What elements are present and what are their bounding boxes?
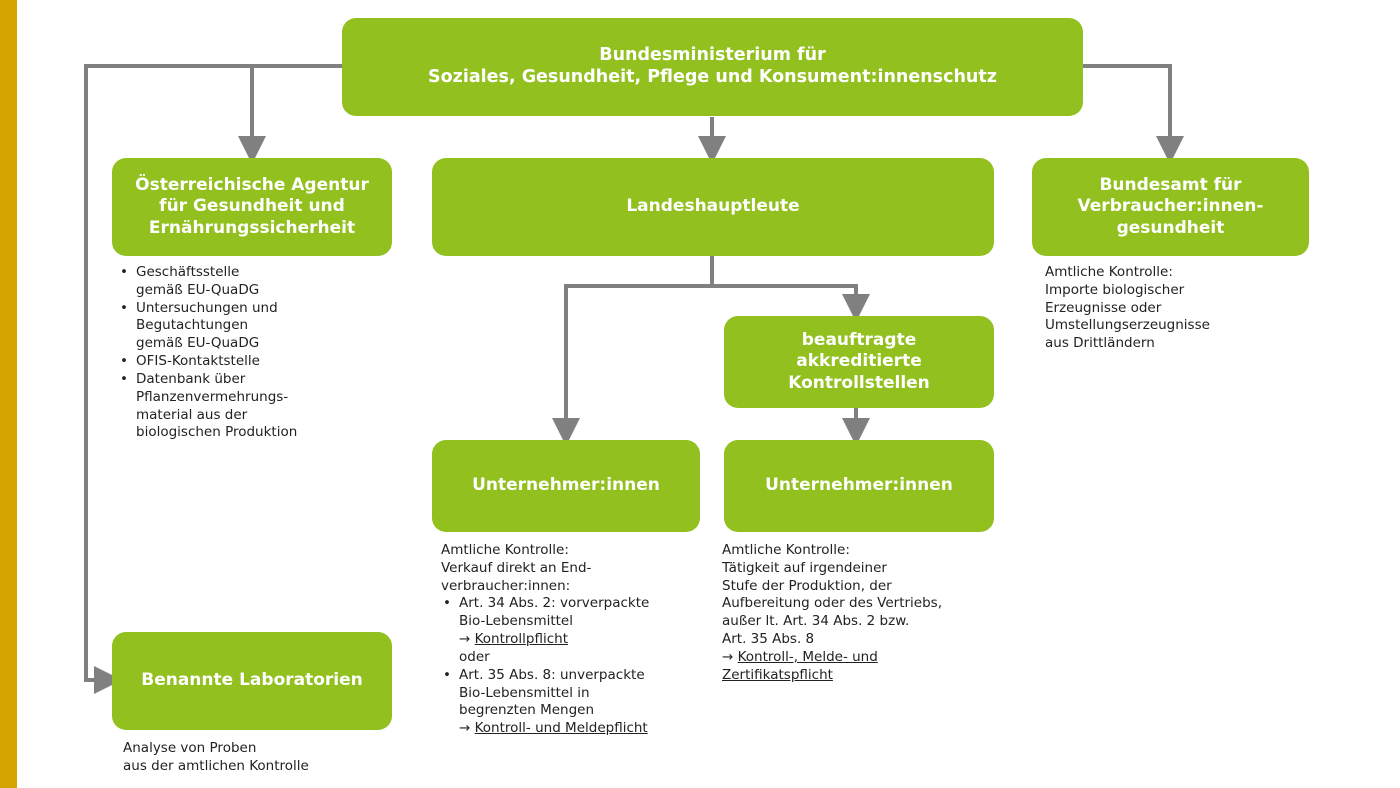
unternehmer-right-title: Unternehmer:innen [765,475,953,496]
unternehmer-right-description: Amtliche Kontrolle: Tätigkeit auf irgend… [722,542,992,685]
labs-title: Benannte Laboratorien [141,670,363,691]
kontrollstellen-title-line: beauftragte [801,330,917,351]
connector-ministry-bundesamt [1083,64,1184,164]
unternehmer-left-description: Amtliche Kontrolle: Verkauf direkt an En… [441,542,711,738]
connector-ministry-ages [238,64,342,164]
kontrollstellen-title-line: akkreditierte [796,351,922,372]
side-accent-bar [0,0,17,788]
ministry-title-line1: Bundesministerium für [599,45,826,66]
ages-task-item: OFIS-Kontaktstelle [118,353,378,371]
ages-task-item: Datenbank überPflanzenvermehrungs-materi… [118,371,378,442]
ministry-title-line2: Soziales, Gesundheit, Pflege und Konsume… [428,67,997,87]
landeshauptleute-box: Landeshauptleute [432,158,994,256]
bundesamt-description: Amtliche Kontrolle: Importe biologischer… [1045,264,1210,352]
ministry-box: Bundesministerium für Soziales, Gesundhe… [342,18,1083,116]
connector-landeshauptleute-kontrollstellen [712,284,870,322]
unternehmer-left-bullet: Art. 35 Abs. 8: unverpackte Bio-Lebensmi… [441,667,711,738]
kontrollstellen-title-line: Kontrollstellen [788,372,930,393]
ages-title-line: für Gesundheit und [159,196,345,217]
bundesamt-title-line: gesundheit [1116,217,1225,238]
bundesamt-box: Bundesamt für Verbraucher:innen- gesundh… [1032,158,1309,256]
labs-description: Analyse von Proben aus der amtlichen Kon… [123,740,309,774]
unternehmer-left-title: Unternehmer:innen [472,475,660,496]
duty-zertifikatspflicht: Zertifikatspflicht [722,666,833,683]
connector-landeshauptleute-split [552,256,714,446]
labs-box: Benannte Laboratorien [112,632,392,730]
bundesamt-title-line: Verbraucher:innen- [1077,196,1264,217]
unternehmer-right-box: Unternehmer:innen [724,440,994,532]
unternehmer-left-bullet: Art. 34 Abs. 2: vorverpackte Bio-Lebensm… [441,595,711,666]
ages-title-line: Ernährungssicherheit [148,217,356,238]
kontrollstellen-box: beauftragte akkreditierte Kontrollstelle… [724,316,994,408]
unternehmer-left-box: Unternehmer:innen [432,440,700,532]
ages-box: Österreichische Agentur für Gesundheit u… [112,158,392,256]
connector-ministry-labs [84,64,342,694]
ages-title-line: Österreichische Agentur [135,175,369,196]
duty-kontroll-melde-zertifikat: Kontroll-, Melde- und [737,648,878,665]
duty-kontroll-meldepflicht: Kontroll- und Meldepflicht [474,720,648,737]
landeshauptleute-title: Landeshauptleute [626,196,800,217]
duty-kontrollpflicht: Kontrollpflicht [474,631,569,648]
bundesamt-title-line: Bundesamt für [1099,175,1242,196]
